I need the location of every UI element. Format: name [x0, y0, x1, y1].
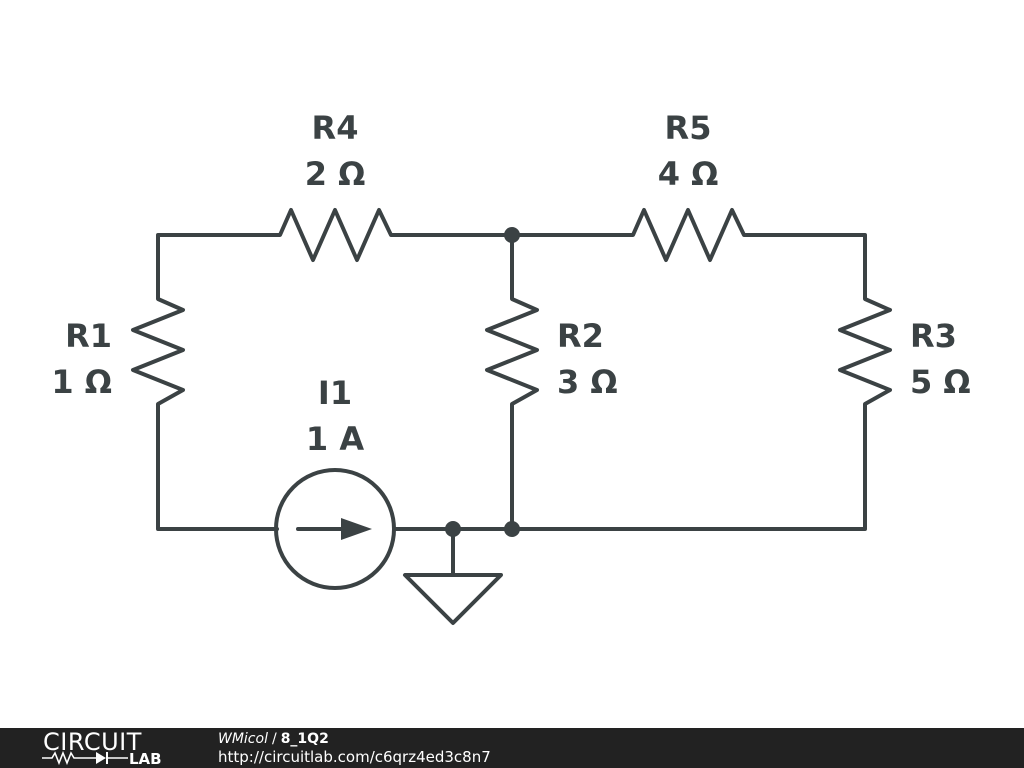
resistor-r1 [131, 290, 185, 419]
logo-text-circuit: CIRCUIT [43, 728, 142, 756]
logo-text-lab: LAB [129, 750, 162, 768]
label-r2-ref: R2 [557, 317, 604, 355]
current-source-i1 [274, 468, 396, 590]
junction-dot-bottom-ground [445, 521, 461, 537]
resistor-r3 [838, 290, 892, 419]
label-i1-ref: I1 [318, 374, 352, 412]
label-r3-value: 5 Ω [910, 363, 971, 401]
wire-left-top [156, 233, 270, 294]
footer-bar: CIRCUIT LAB WMicol/8_1Q2 http://circuitl… [0, 728, 1024, 768]
label-r2-value: 3 Ω [557, 363, 618, 401]
wire-left-bottom [156, 415, 279, 531]
wire-right-bottom [510, 415, 867, 531]
footer-separator: / [271, 731, 277, 747]
label-r5-ref: R5 [665, 109, 712, 147]
junction-dot-top [504, 227, 520, 243]
junction-dot-bottom-right [504, 521, 520, 537]
label-r4-value: 2 Ω [305, 155, 366, 193]
footer-info: WMicol/8_1Q2 http://circuitlab.com/c6qrz… [218, 730, 491, 766]
ground-symbol [403, 527, 503, 625]
resistor-r2 [485, 290, 539, 419]
wires [156, 233, 867, 531]
circuit-schematic: R4 2 Ω R5 4 Ω R1 1 Ω R2 3 Ω R3 5 Ω I1 1 … [51, 109, 971, 625]
author-link[interactable]: WMicol [218, 731, 268, 747]
ground-icon [403, 573, 503, 625]
label-r5-value: 4 Ω [658, 155, 719, 193]
label-r3-ref: R3 [910, 317, 957, 355]
wire-right-top [753, 233, 867, 294]
current-source-circle [274, 468, 396, 590]
resistor-r4 [266, 208, 404, 262]
circuit-url-link[interactable]: http://circuitlab.com/c6qrz4ed3c8n7 [218, 748, 491, 766]
label-r1-value: 1 Ω [51, 363, 112, 401]
circuitlab-logo[interactable]: CIRCUIT LAB [40, 728, 180, 768]
logo-resistor-diode-icon [42, 750, 128, 766]
circuit-name-link[interactable]: 8_1Q2 [280, 731, 329, 747]
resistor-r5 [619, 208, 757, 262]
label-i1-value: 1 A [306, 420, 364, 458]
current-direction-arrow-icon [341, 518, 372, 540]
label-r1-ref: R1 [65, 317, 112, 355]
label-r4-ref: R4 [312, 109, 359, 147]
